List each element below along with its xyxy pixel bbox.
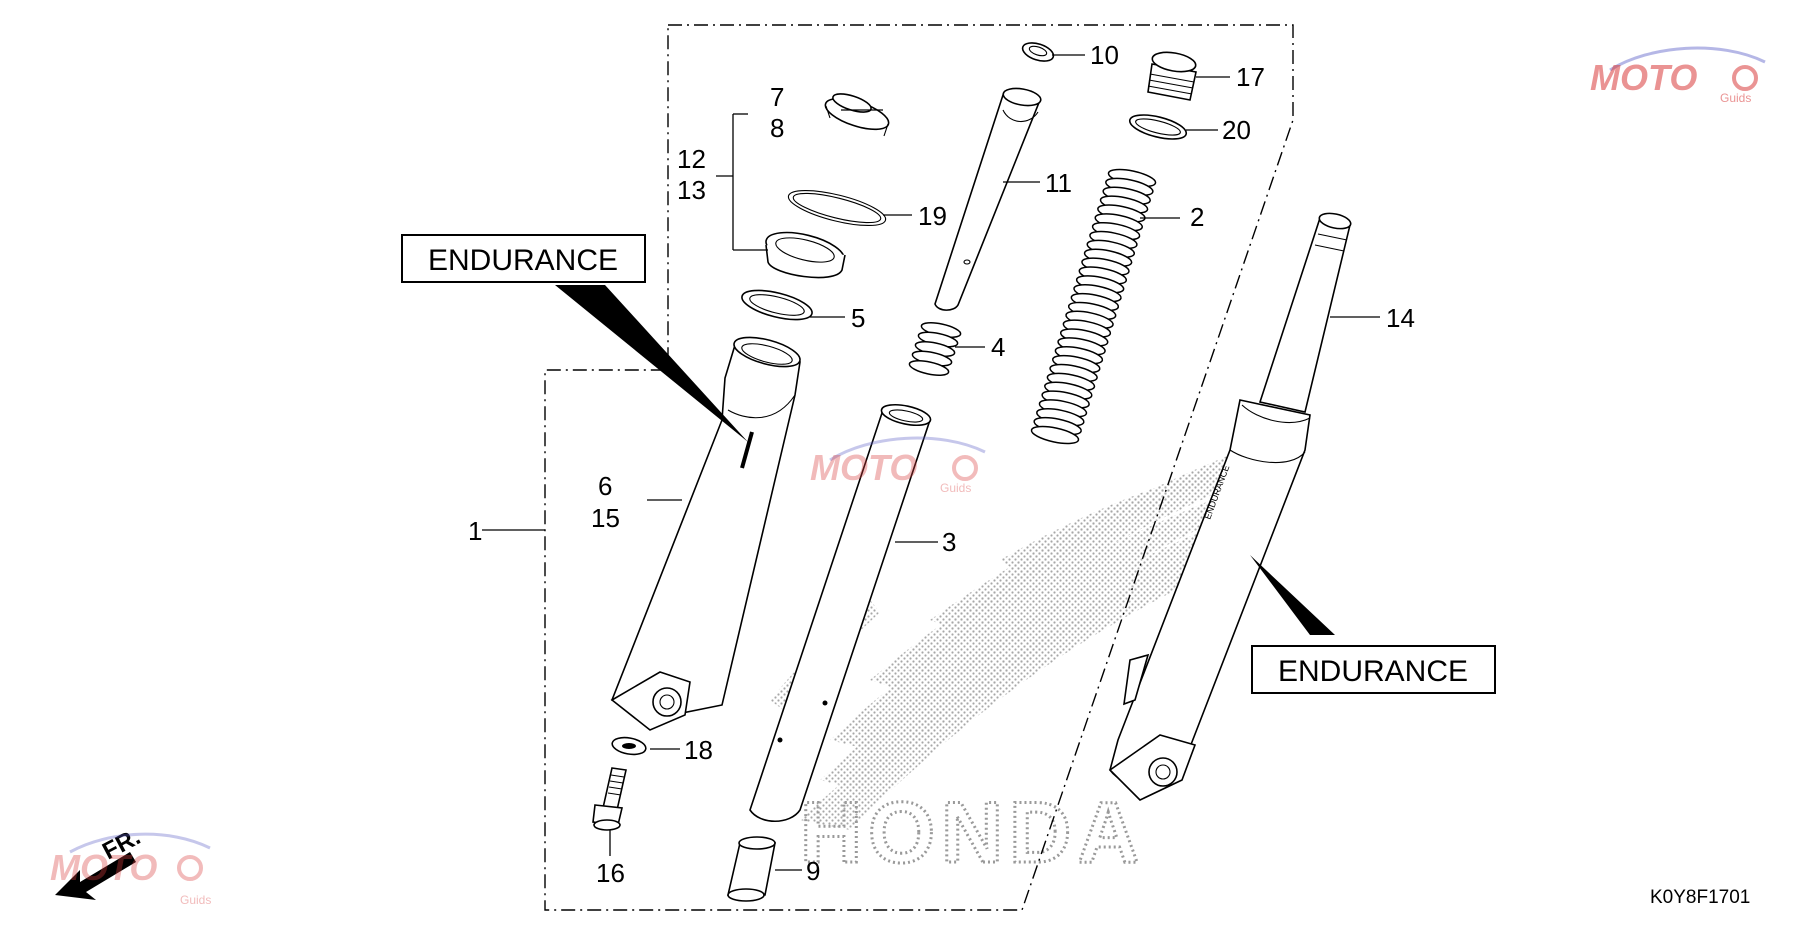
label-10: 10 xyxy=(1090,40,1119,70)
svg-text:MOTO: MOTO xyxy=(50,847,157,888)
endurance-callout-left: ENDURANCE xyxy=(428,244,618,277)
svg-text:MOTO: MOTO xyxy=(810,447,917,488)
callout-pointer-left xyxy=(555,285,748,442)
label-2: 2 xyxy=(1190,202,1204,232)
o-ring xyxy=(1128,114,1188,140)
stopper-ring xyxy=(1021,42,1055,62)
honda-wordmark: HONDA xyxy=(799,784,1145,883)
label-3: 3 xyxy=(942,527,956,557)
label-19: 19 xyxy=(918,201,947,231)
label-13: 13 xyxy=(677,175,706,205)
gear-icon xyxy=(1732,65,1758,91)
damper-rod xyxy=(934,87,1042,311)
label-8: 8 xyxy=(770,113,784,143)
label-14: 14 xyxy=(1386,303,1415,333)
back-up-ring xyxy=(741,289,813,321)
watermark-bottom-left: MOTO Guids xyxy=(50,832,211,907)
spring-coil xyxy=(1030,425,1080,445)
callout-pointer-right xyxy=(1250,555,1335,635)
rebound-spring xyxy=(908,322,962,376)
label-17: 17 xyxy=(1236,62,1265,92)
endurance-callout-box-right xyxy=(1251,645,1496,694)
fork-spring xyxy=(1030,168,1157,445)
gear-icon xyxy=(952,455,978,481)
endurance-callout-right: ENDURANCE xyxy=(1278,655,1468,688)
dust-seal xyxy=(824,93,890,137)
label-18: 18 xyxy=(684,735,713,765)
socket-bolt xyxy=(592,767,627,831)
part-labels: 1 2 3 4 5 6 15 7 8 12 13 9 10 11 14 16 1… xyxy=(468,40,1415,888)
label-16: 16 xyxy=(596,858,625,888)
svg-text:Guids: Guids xyxy=(180,893,211,907)
label-20: 20 xyxy=(1222,115,1251,145)
label-11: 11 xyxy=(1045,168,1072,198)
diagram-code: K0Y8F1701 xyxy=(1650,887,1750,908)
inner-fork-tube xyxy=(749,403,932,822)
front-fork-assembly: ENDURANCE xyxy=(1108,212,1352,801)
leader-lines xyxy=(609,54,1380,871)
watermark-text: MOTO xyxy=(1590,57,1697,98)
spring-coil xyxy=(908,360,950,376)
label-9: 9 xyxy=(806,856,820,886)
watermark-top-right: MOTO Guids xyxy=(1590,46,1766,105)
sealing-washer xyxy=(611,736,647,756)
fork-bolt xyxy=(1147,51,1197,101)
svg-text:Guids: Guids xyxy=(1720,91,1751,105)
label-6: 6 xyxy=(598,471,612,501)
label-7: 7 xyxy=(770,82,784,112)
label-15: 15 xyxy=(591,503,620,533)
watermark-center: MOTO Guids xyxy=(810,436,986,495)
snap-ring xyxy=(787,189,887,227)
svg-text:Guids: Guids xyxy=(940,481,971,495)
gear-icon xyxy=(177,855,203,881)
oil-seal xyxy=(765,231,846,279)
honda-wing-logo xyxy=(770,455,1258,830)
honda-logo-text: HONDA xyxy=(800,785,1145,881)
label-5: 5 xyxy=(851,303,865,333)
endurance-callout-box-left xyxy=(401,234,646,283)
label-12: 12 xyxy=(677,144,706,174)
oil-lock-piece xyxy=(726,836,776,902)
label-4: 4 xyxy=(991,332,1005,362)
label-1: 1 xyxy=(468,516,482,546)
outer-fork-tube xyxy=(610,336,801,731)
